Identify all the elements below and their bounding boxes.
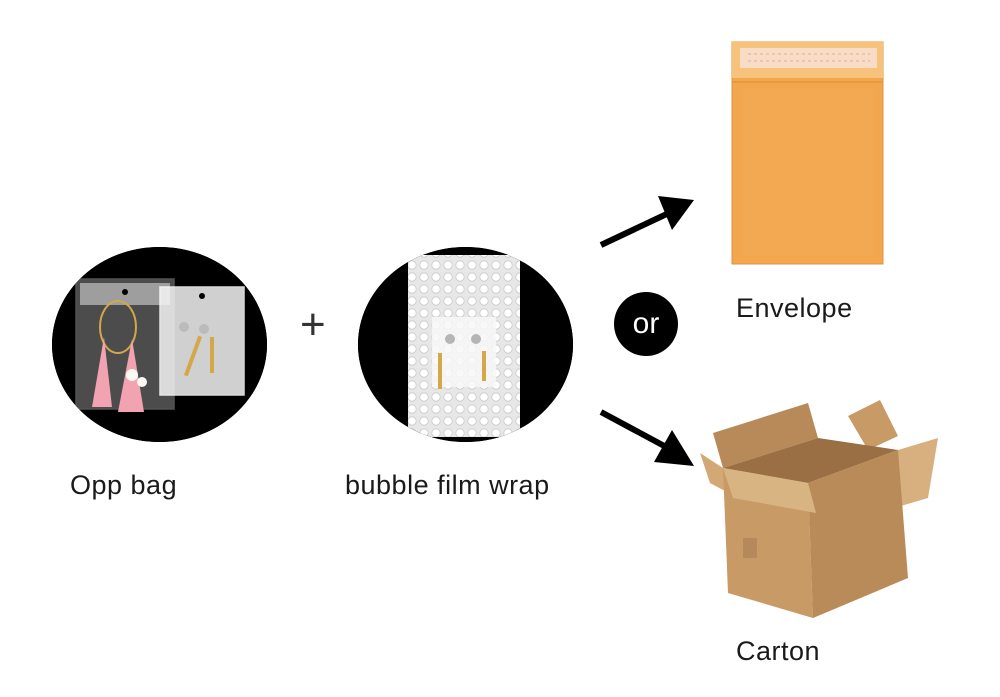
carton-box-image [700, 400, 938, 618]
envelope-image [731, 41, 884, 265]
envelope-label: Envelope [736, 293, 853, 323]
arrow-up-right-icon [599, 196, 694, 248]
plus-symbol: + [300, 300, 326, 349]
opp-bag-image [52, 247, 267, 442]
or-badge: or [614, 292, 678, 356]
bubble-wrap-image [358, 247, 573, 442]
arrow-down-right-icon [599, 409, 694, 466]
opp-bag-label: Opp bag [70, 470, 178, 500]
carton-label: Carton [736, 636, 821, 666]
bubble-wrap-label: bubble film wrap [345, 470, 550, 500]
